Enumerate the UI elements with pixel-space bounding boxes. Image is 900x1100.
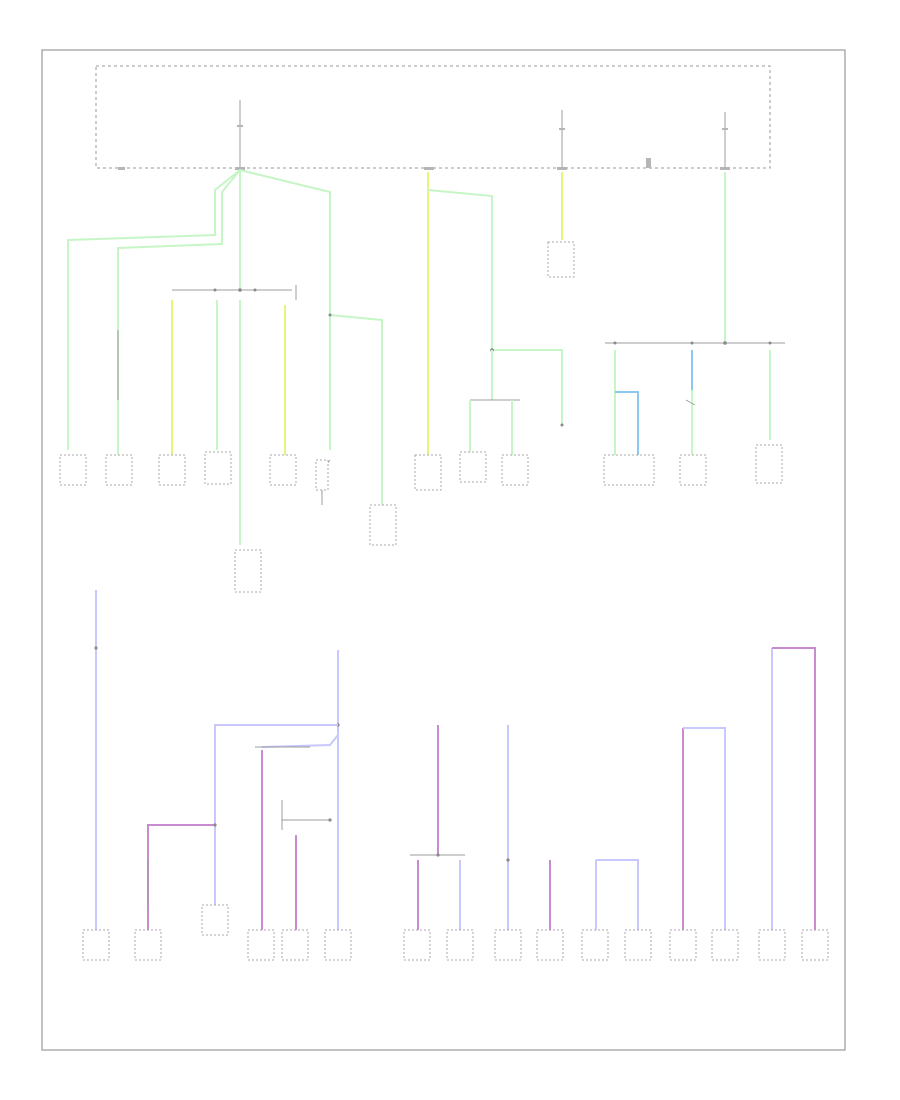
component-26 <box>624 929 652 961</box>
relay-switch <box>315 459 329 491</box>
component-12 <box>603 454 655 486</box>
component-25 <box>581 929 609 961</box>
bottom-components <box>82 904 829 961</box>
component-23 <box>494 929 522 961</box>
component-22 <box>446 929 474 961</box>
component-20 <box>324 929 352 961</box>
component-30 <box>801 929 829 961</box>
component-11 <box>547 241 575 278</box>
component-4 <box>204 451 232 485</box>
component-16 <box>134 929 162 961</box>
component-15 <box>82 929 110 961</box>
component-18 <box>247 929 275 961</box>
component-21 <box>403 929 431 961</box>
component-29 <box>758 929 786 961</box>
component-27 <box>669 929 697 961</box>
component-9 <box>459 451 487 483</box>
component-5 <box>269 454 297 486</box>
component-19 <box>281 929 309 961</box>
component-24 <box>536 929 564 961</box>
component-6 <box>234 549 262 593</box>
component-1 <box>59 454 87 486</box>
component-13 <box>679 454 707 486</box>
component-3 <box>158 454 186 486</box>
component-2 <box>105 454 133 486</box>
bottom-wire-bundle <box>94 590 816 930</box>
component-28 <box>711 929 739 961</box>
component-14 <box>755 444 783 484</box>
component-8 <box>414 454 442 491</box>
diagram-frame <box>41 49 846 1051</box>
component-7 <box>369 504 397 546</box>
top-wire-bundle <box>67 169 785 545</box>
component-10 <box>501 454 529 486</box>
fuse-relay-box <box>95 65 771 170</box>
top-components <box>59 241 783 593</box>
component-17 <box>201 904 229 936</box>
